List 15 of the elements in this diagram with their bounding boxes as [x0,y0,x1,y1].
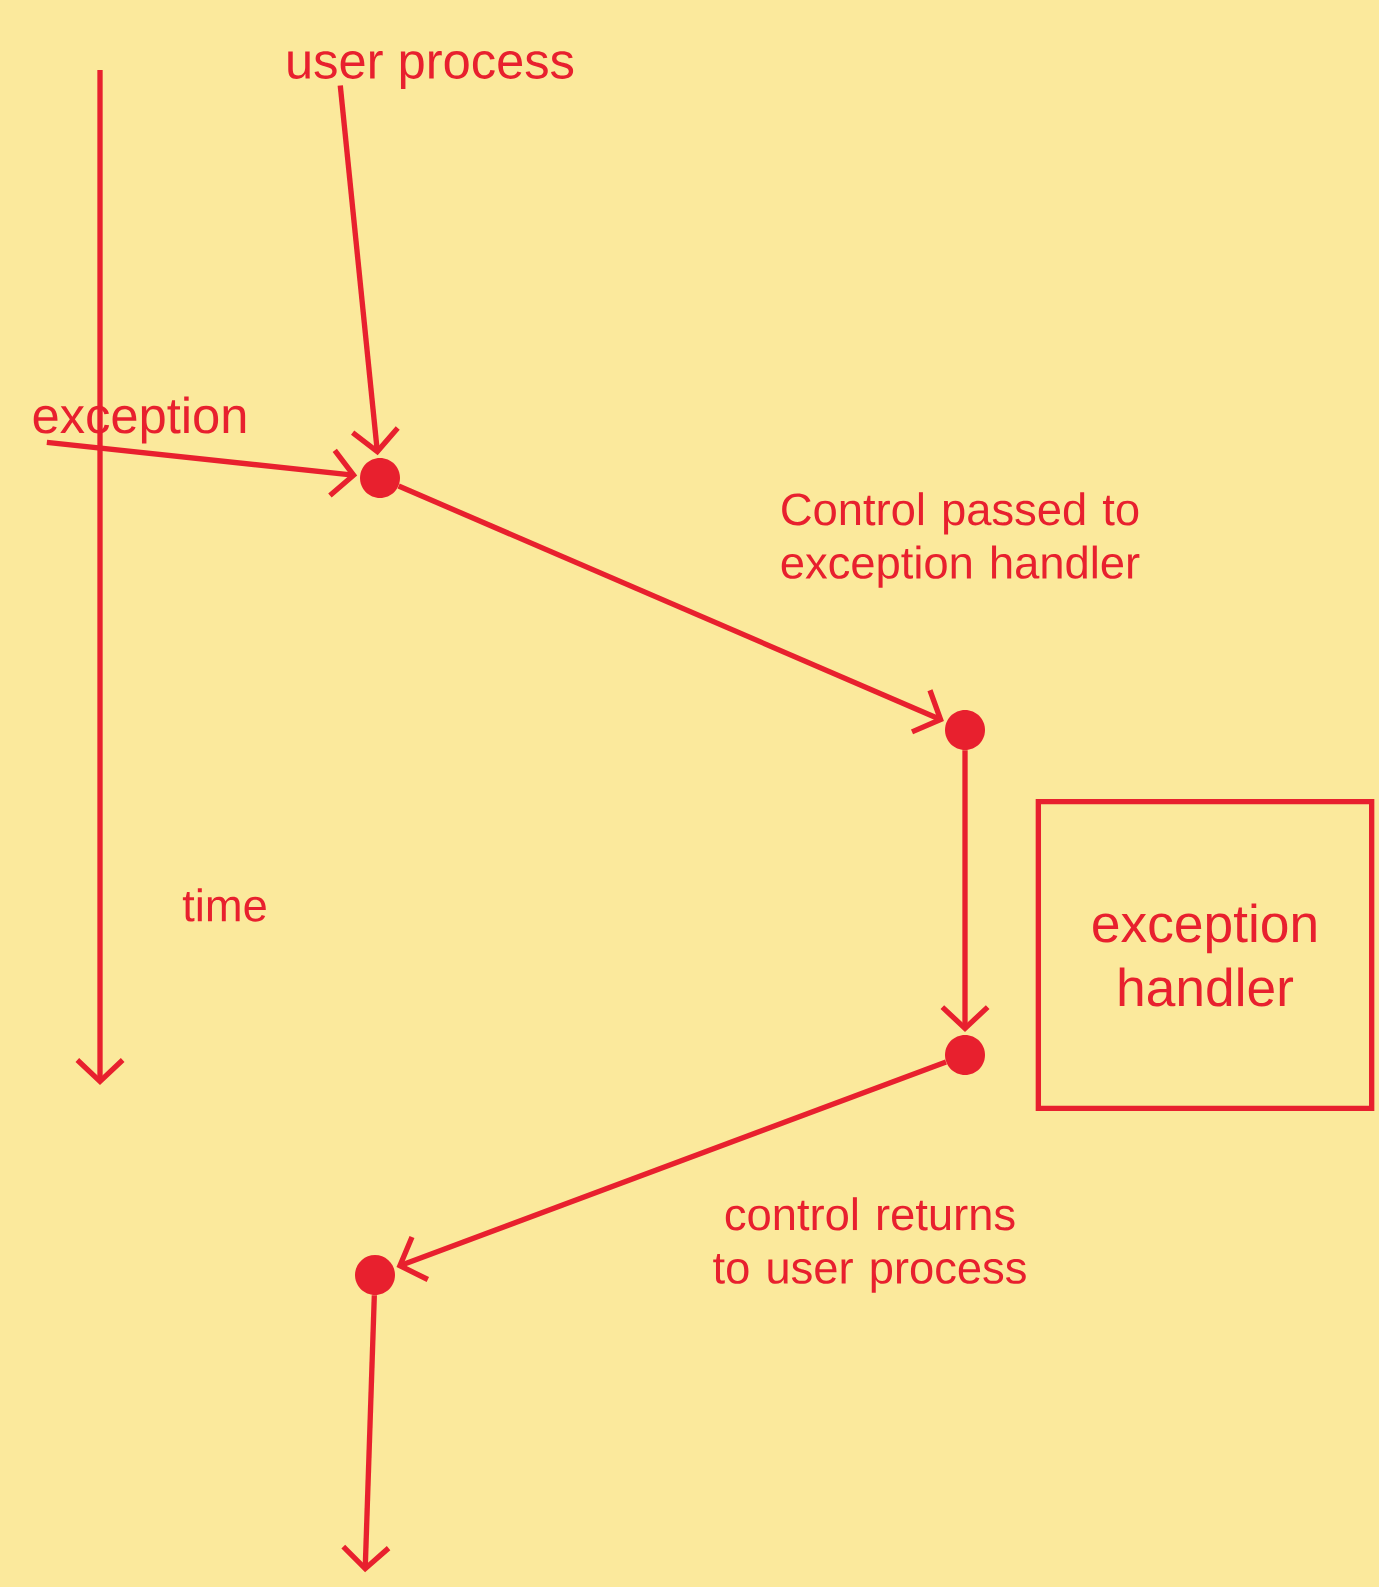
arrow [396,1059,947,1282]
handler-box: exception handler [1035,799,1375,1111]
edge-label: control returns to user process [713,1197,1026,1293]
junction-dot [945,1035,985,1075]
arrow [46,439,358,498]
edge-label: Control passed to exception handler [781,492,1140,588]
process-label: user process [288,51,574,89]
junction-dot [355,1255,395,1295]
arrow [940,750,990,1033]
junction-dot [945,710,985,750]
time-label: time [182,888,266,922]
arrow [397,483,944,735]
junction-dot [360,458,400,498]
arrow [337,85,400,456]
arrow [341,1295,391,1573]
